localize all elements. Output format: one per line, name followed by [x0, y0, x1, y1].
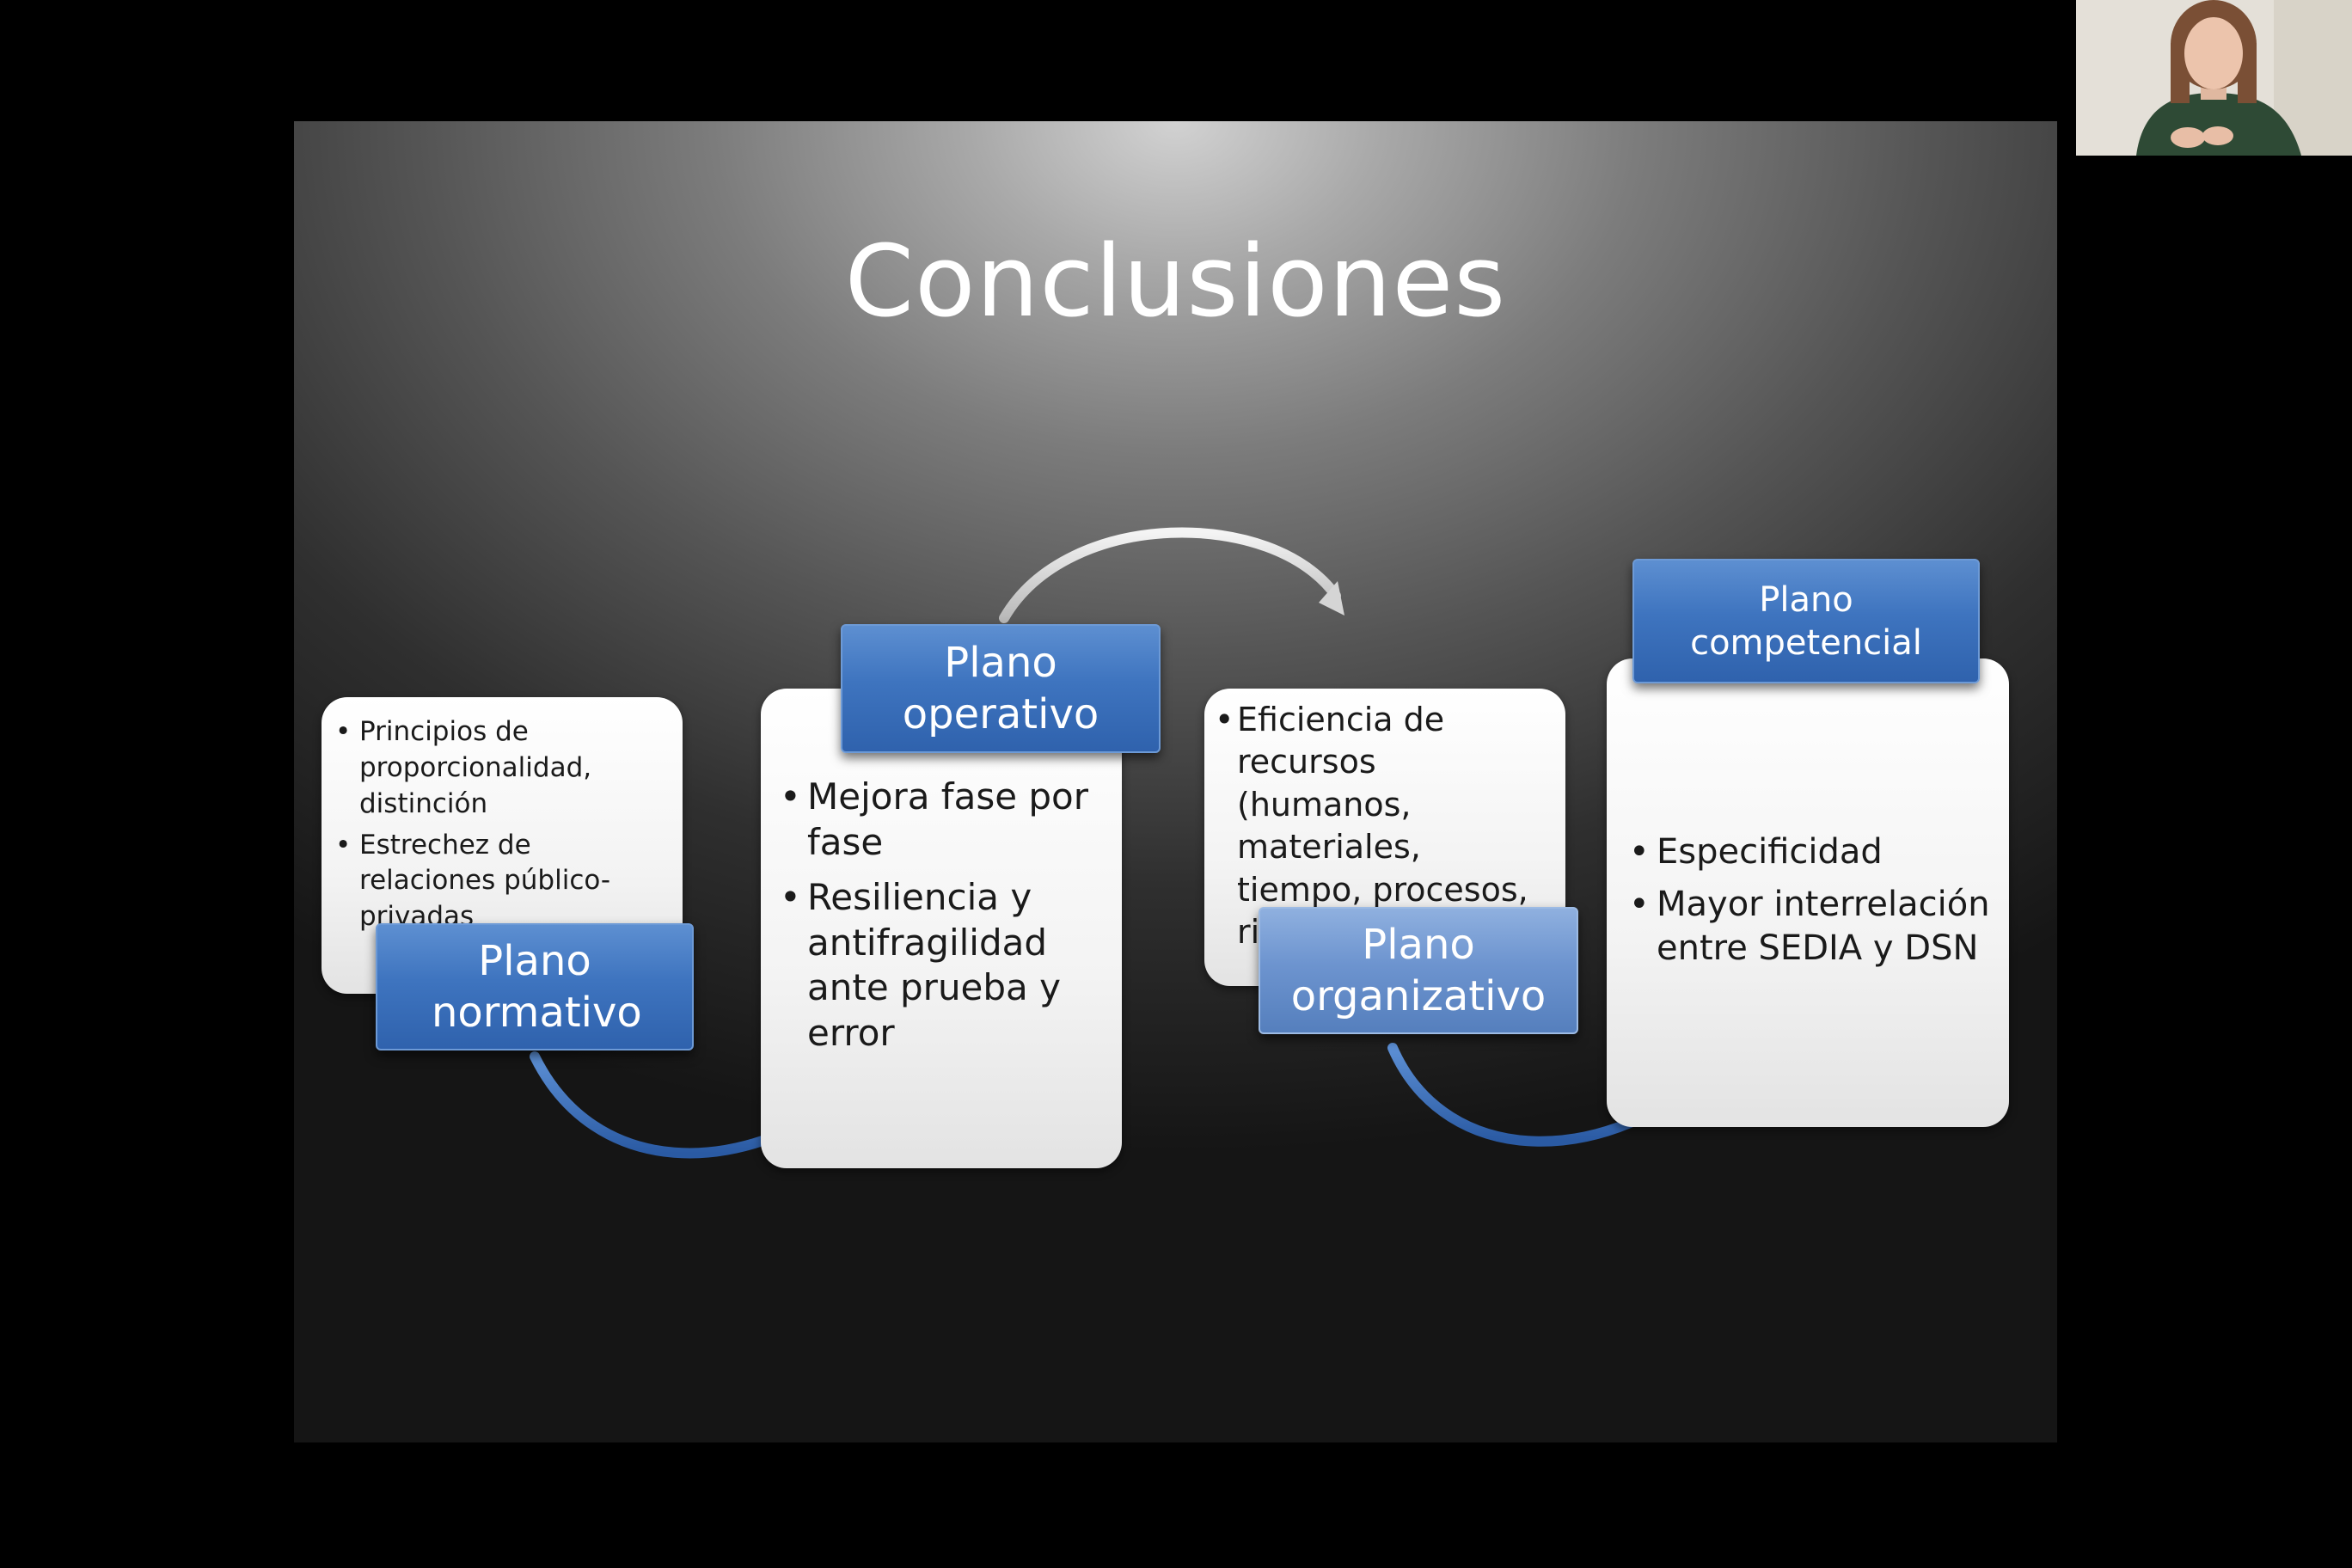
list-item: •Principios de proporcionalidad, distinc…: [335, 716, 592, 819]
card-organizativo: •Eficiencia de recursos (humanos, materi…: [1204, 689, 1565, 986]
list-item: •Estrechez de relaciones público-privada…: [335, 829, 611, 933]
list-item: •Especificidad: [1629, 832, 1883, 872]
card-competencial: •Especificidad •Mayor interrelación entr…: [1607, 658, 2009, 1127]
competencial-list: •Especificidad •Mayor interrelación entr…: [1624, 830, 1992, 971]
label-plano-operativo: Plano operativo: [841, 624, 1161, 753]
curved-arrow-icon: [999, 527, 1344, 623]
list-item: •Mejora fase por fase: [780, 775, 1089, 863]
slide-title: Conclusiones: [844, 224, 1507, 340]
list-item: •Resiliencia y antifragilidad ante prueb…: [780, 876, 1062, 1054]
presentation-slide: Conclusiones: [294, 121, 2057, 1442]
webcam-thumbnail: [2076, 0, 2352, 156]
operativo-list: •Mejora fase por fase •Resiliencia y ant…: [775, 775, 1105, 1056]
label-plano-competencial: Plano competencial: [1632, 559, 1980, 683]
list-item: •Eficiencia de recursos (humanos, materi…: [1215, 701, 1528, 951]
presenter-video: [2076, 0, 2352, 156]
list-item: •Mayor interrelación entre SEDIA y DSN: [1629, 885, 1990, 969]
organizativo-list: •Eficiencia de recursos (humanos, materi…: [1215, 699, 1552, 953]
label-plano-organizativo: Plano organizativo: [1259, 907, 1578, 1034]
card-operativo: •Mejora fase por fase •Resiliencia y ant…: [761, 689, 1122, 1168]
normativo-list: •Principios de proporcionalidad, distinc…: [335, 714, 665, 935]
label-plano-normativo: Plano normativo: [376, 923, 694, 1050]
